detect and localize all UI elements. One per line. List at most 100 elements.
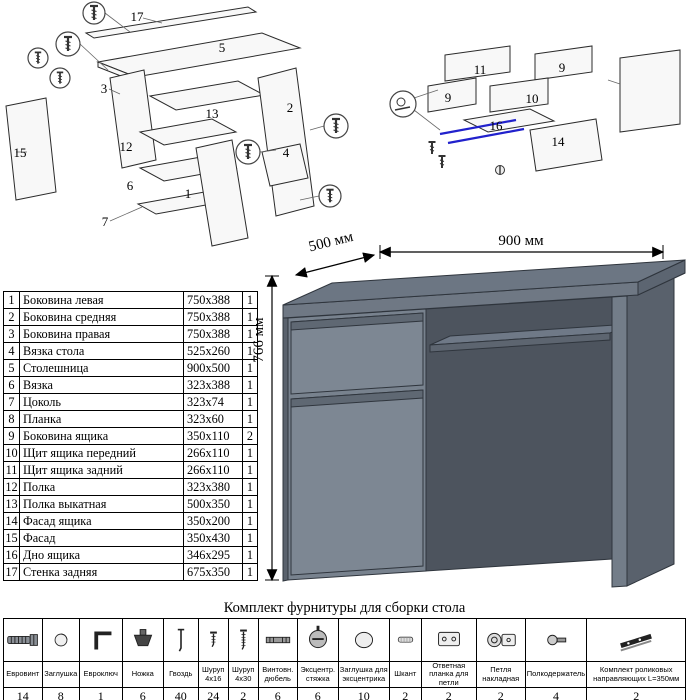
dimension-depth: 500 мм: [294, 229, 376, 278]
hardware-item-qty: 2: [586, 687, 687, 700]
cell-size: 266x110: [183, 444, 243, 462]
hardware-item-name: Комплект роликовых направляющих L=350мм: [586, 660, 687, 689]
hardware-item-qty: 14: [2, 687, 43, 700]
hardware-item-name: Шуруп 4x16: [197, 660, 229, 689]
hardware-item-name: Евроключ: [78, 660, 123, 689]
hardware-item-name: Полкодержатель: [524, 660, 588, 689]
part-label: 12: [120, 139, 133, 154]
hardware-item-qty: 24: [197, 687, 229, 700]
hardware-item-qty: 2: [227, 687, 259, 700]
keyboard-tray-edge: [429, 332, 611, 353]
part-label: 9: [445, 90, 452, 105]
cell-num: 2: [3, 308, 20, 326]
drawer-handle-groove: [290, 312, 424, 331]
hardware-icons-row: [2, 618, 687, 662]
hinge-plate-icon: [420, 618, 477, 662]
left-side-panel-edge: [282, 317, 289, 582]
hardware-item-name: Шуруп 4x30: [227, 660, 259, 689]
cell-name: Столешница: [19, 359, 184, 377]
cell-name: Планка: [19, 410, 184, 428]
hardware-item-qty: 1: [78, 687, 123, 700]
cell-qty: 1: [242, 325, 258, 343]
exploded-diagram-drawer: 11 9 9 10 16 14: [389, 45, 681, 175]
part-label: 2: [287, 100, 294, 115]
cell-qty: 1: [242, 563, 258, 581]
part-label: 13: [206, 106, 219, 121]
cell-size: 500x350: [183, 495, 243, 513]
roller-guide-highlight: [439, 118, 525, 145]
wood-dowel-icon: [388, 618, 422, 662]
panel-5-desktop: [96, 32, 302, 78]
cell-size: 323x60: [183, 410, 243, 428]
panel-9-drawer-side: [534, 45, 593, 81]
cell-name: Боковина левая: [19, 291, 184, 309]
hardware-item-qty: 6: [257, 687, 298, 700]
cell-name: Щит ящика передний: [19, 444, 184, 462]
panel-9-drawer-side: [427, 77, 477, 113]
leader-lines: [413, 79, 621, 131]
door-handle-groove: [290, 389, 424, 408]
part-label: 15: [14, 145, 27, 160]
hardware-item-name: Заглушка: [41, 660, 80, 689]
part-label: 17: [131, 9, 145, 24]
cell-num: 11: [3, 461, 20, 479]
hardware-item-qty: 6: [296, 687, 339, 700]
part-label: 6: [127, 178, 134, 193]
foot-icon: [121, 618, 164, 662]
leader-lines: [16, 12, 325, 222]
part-label: 10: [526, 91, 539, 106]
dimension-height: 766 мм: [251, 274, 279, 582]
cell-name: Боковина средняя: [19, 308, 184, 326]
cell-num: 3: [3, 325, 20, 343]
cell-name: Вязка: [19, 376, 184, 394]
hardware-kit-title: Комплект фурнитуры для сборки стола: [223, 600, 466, 616]
cam-lock-icon: [296, 618, 339, 662]
cell-name: Боковина правая: [19, 325, 184, 343]
hardware-item-qty: 2: [420, 687, 477, 700]
exploded-diagram-desk: 17 5 3 13 12 6 7 15 1 4 2: [5, 1, 349, 247]
cell-num: 8: [3, 410, 20, 428]
dimension-width: 900 мм: [378, 233, 665, 259]
roller-detail-icon: [394, 97, 411, 111]
cell-num: 10: [3, 444, 20, 462]
right-side-panel-side: [626, 273, 675, 587]
dowel-bolt-icon: [257, 618, 298, 662]
cam-cap-icon: [337, 618, 390, 662]
panel-10-drawer-front: [489, 77, 549, 113]
dimension-height-label: 766 мм: [251, 317, 267, 363]
panel-12-shelf: [138, 118, 238, 146]
hinge-icon: [475, 618, 526, 662]
cell-size: 350x200: [183, 512, 243, 530]
shelf-pin-icon: [524, 618, 588, 662]
hardware-item-qty: 2: [475, 687, 526, 700]
cell-name: Полка: [19, 478, 184, 496]
hardware-item-name: Петля накладная: [475, 660, 526, 689]
part-label: 7: [102, 214, 109, 229]
cell-num: 1: [3, 291, 20, 309]
eccentric-cam-icon: [495, 165, 505, 175]
cell-num: 6: [3, 376, 20, 394]
part-label: 14: [552, 134, 566, 149]
part-label: 3: [101, 81, 108, 96]
cell-name: Полка выкатная: [19, 495, 184, 513]
part-label: 16: [490, 118, 504, 133]
right-side-panel-front: [611, 295, 628, 588]
panel-3-right-side: [109, 69, 157, 169]
cell-num: 15: [3, 529, 20, 547]
hardware-item-name: Эксцентр. стяжка: [296, 660, 339, 689]
hardware-item-qty: 40: [162, 687, 199, 700]
cell-size: 350x430: [183, 529, 243, 547]
hardware-item-qty: 8: [41, 687, 80, 700]
cell-size: 350x110: [183, 427, 243, 445]
panel-4-desk-brace: [261, 143, 309, 187]
